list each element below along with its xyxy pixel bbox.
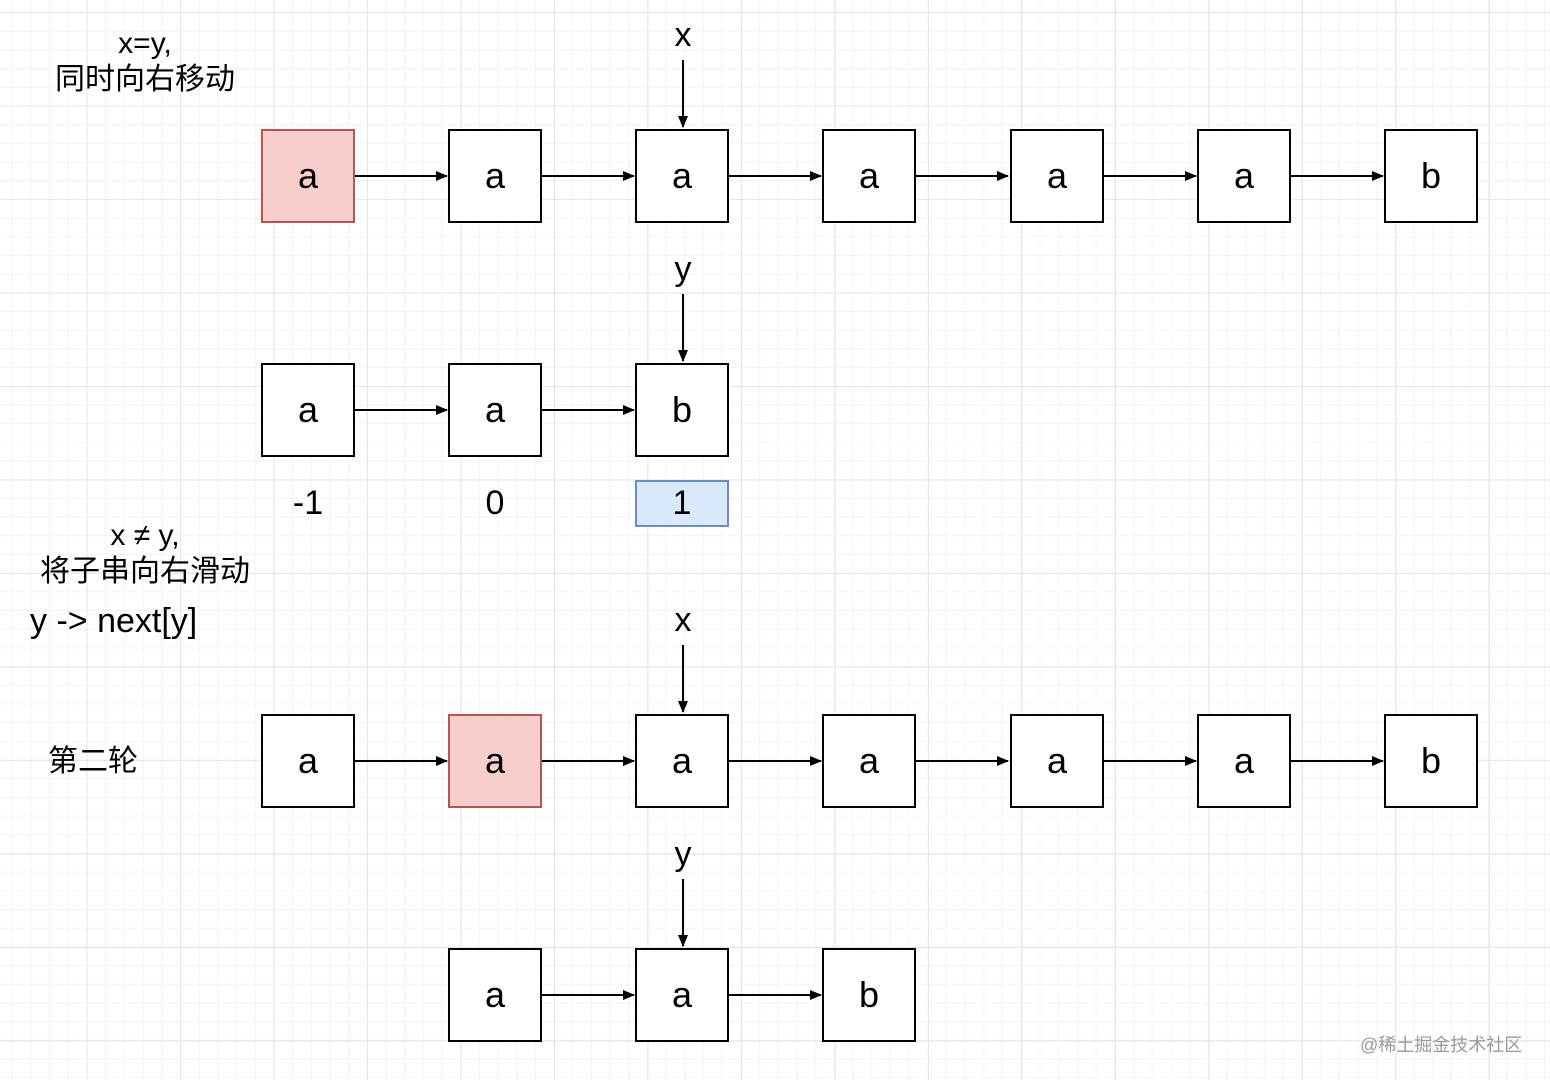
step2-condition: x ≠ y,	[110, 519, 180, 552]
main-char-node: a	[1010, 714, 1104, 808]
main-char-node: a	[822, 714, 916, 808]
x-pointer-label: x	[674, 16, 692, 54]
pattern-char-node: b	[635, 363, 729, 457]
step2-code: y -> next[y]	[30, 602, 198, 640]
main-char-node: a	[635, 129, 729, 223]
step1-action: 同时向右移动	[55, 63, 235, 96]
main-char-node: a	[448, 129, 542, 223]
pattern-char-node: b	[822, 948, 916, 1042]
step1-note: x=y, 同时向右移动	[40, 26, 250, 98]
next-value: -1	[292, 484, 324, 522]
main-char-node: a	[1197, 714, 1291, 808]
y-pointer-label: y	[674, 835, 692, 873]
round2-label: 第二轮	[48, 745, 138, 778]
watermark: @稀土掘金技术社区	[1360, 1035, 1523, 1055]
x-pointer-label: x	[674, 601, 692, 639]
pattern-char-node: a	[448, 948, 542, 1042]
step2-note: x ≠ y, 将子串向右滑动	[20, 518, 270, 590]
main-char-node: a	[261, 129, 355, 223]
next-value: 0	[485, 484, 505, 522]
pattern-char-node: a	[261, 363, 355, 457]
main-char-node: a	[1010, 129, 1104, 223]
pattern-char-node: a	[635, 948, 729, 1042]
next-value-highlighted: 1	[635, 480, 729, 527]
step1-condition: x=y,	[118, 27, 172, 60]
main-char-node: a	[448, 714, 542, 808]
step2-action: 将子串向右滑动	[40, 555, 250, 588]
main-char-node: b	[1384, 129, 1478, 223]
main-char-node: a	[822, 129, 916, 223]
main-char-node: b	[1384, 714, 1478, 808]
main-char-node: a	[261, 714, 355, 808]
main-char-node: a	[1197, 129, 1291, 223]
y-pointer-label: y	[674, 250, 692, 288]
pattern-char-node: a	[448, 363, 542, 457]
main-char-node: a	[635, 714, 729, 808]
